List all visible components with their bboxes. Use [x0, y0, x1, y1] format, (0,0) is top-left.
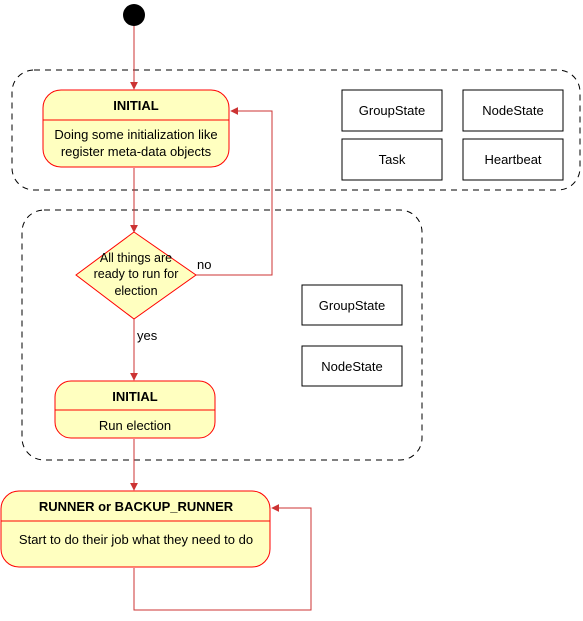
group2-box-nodestate: NodeState [301, 345, 403, 387]
decision-line3: election [114, 284, 157, 298]
edge-runner-self-loop [133, 504, 312, 611]
group1-box-groupstate-label: GroupState [359, 103, 426, 118]
decision-no-label: no [197, 257, 211, 272]
edge-decision-no [196, 107, 273, 276]
group2-box-groupstate: GroupState [301, 284, 403, 326]
group1-box-heartbeat-label: Heartbeat [484, 152, 541, 167]
election-state: INITIAL Run election [54, 380, 216, 439]
runner-state-title: RUNNER or BACKUP_RUNNER [39, 499, 234, 514]
initial-state: INITIAL Doing some initialization like r… [42, 89, 230, 168]
election-state-title: INITIAL [112, 389, 158, 404]
runner-state-body: Start to do their job what they need to … [19, 532, 253, 547]
group1-box-heartbeat: Heartbeat [462, 138, 564, 181]
election-group-container [21, 209, 423, 461]
group1-box-nodestate-label: NodeState [482, 103, 543, 118]
initial-state-title: INITIAL [113, 98, 159, 113]
decision-yes-label: yes [137, 328, 158, 343]
decision-node: All things are ready to run for election [75, 231, 197, 320]
election-state-body: Run election [99, 418, 171, 433]
initial-state-body-line2: register meta-data objects [61, 144, 212, 159]
group1-box-nodestate: NodeState [462, 89, 564, 132]
initial-state-body-line1: Doing some initialization like [54, 127, 217, 142]
group1-box-task-label: Task [379, 152, 406, 167]
init-group-container [11, 69, 581, 191]
decision-line1: All things are [100, 251, 172, 265]
runner-state: RUNNER or BACKUP_RUNNER Start to do thei… [0, 490, 271, 568]
group1-box-groupstate: GroupState [341, 89, 443, 132]
group2-box-groupstate-label: GroupState [319, 298, 386, 313]
group2-box-nodestate-label: NodeState [321, 359, 382, 374]
start-node [123, 4, 145, 26]
group1-box-task: Task [341, 138, 443, 181]
decision-line2: ready to run for [94, 267, 179, 281]
